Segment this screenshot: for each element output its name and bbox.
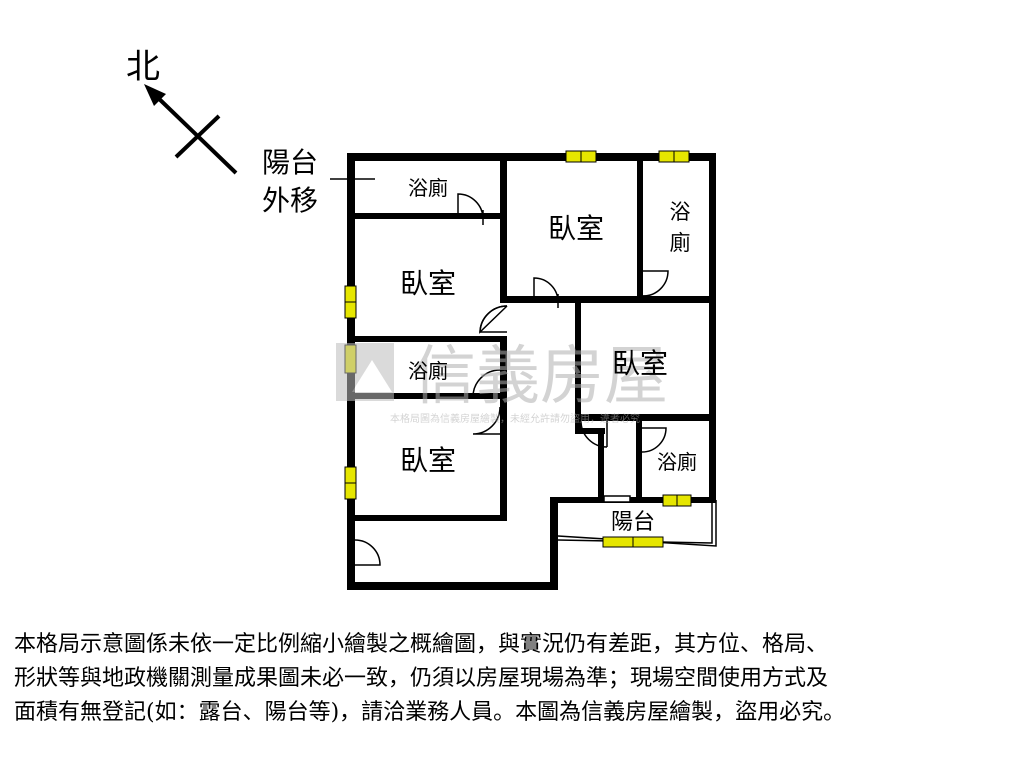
disclaimer: 本格局示意圖係未依一定比例縮小繪製之概繪圖，與實況仍有差距，其方位、格局、 形狀… [14,628,1014,730]
balcony-moved-label-line1: 陽台 [262,146,318,179]
wall-bedroom-lower-bottom [347,515,507,521]
wall-notch-b [575,428,605,434]
wall-middle-upper [500,153,507,303]
room-label-bath-top-right-2: 廁 [670,231,691,255]
wall-lower-step [550,497,558,590]
wall-bath-bottom [347,213,505,219]
floor-plan: 北 陽台 外移 [126,47,717,590]
wall-bath-mid-bottom [347,393,507,399]
disclaimer-line-1: 本格局示意圖係未依一定比例縮小繪製之概繪圖，與實況仍有差距，其方位、格局、 [14,632,829,657]
room-label-bath-lower-right: 浴廁 [657,450,697,474]
room-label-bedroom-lower-left: 臥室 [400,444,456,477]
balcony-moved-label-line2: 外移 [262,184,318,217]
wall-bedroom-bottom [347,336,507,342]
disclaimer-line-2: 形狀等與地政機關測量成果圖未必一致，仍須以房屋現場為準；現場空間使用方式及 [14,666,829,691]
disclaimer-line-3: 面積有無登記(如：露台、陽台等)，請洽業務人員。本圖為信義房屋繪製，盜用必究。 [14,700,846,725]
wall-middle-lower [500,336,507,521]
wall-notch-a [575,420,581,434]
room-label-bedroom-upper-left: 臥室 [400,267,456,300]
watermark: 信義房屋 本格局圖為信義房屋繪製，未經允許請勿盜用，違者必究 [336,340,668,425]
doors [354,193,669,566]
watermark-notice: 本格局圖為信義房屋繪製，未經允許請勿盜用，違者必究 [390,412,640,425]
watermark-brand: 信義房屋 [412,340,668,414]
north-label: 北 [126,47,160,87]
wall-mid-horizontal [500,296,713,303]
wall-right-block-bottom [575,414,715,421]
wall-right [709,153,716,503]
wall-right-block-left [575,303,581,428]
room-label-bath-middle-left: 浴廁 [408,359,448,383]
room-label-bedroom-top-middle: 臥室 [548,212,604,245]
room-label-bath-top-left: 浴廁 [408,176,448,200]
room-label-bedroom-right: 臥室 [612,347,668,380]
room-label-balcony: 陽台 [611,510,655,535]
wall-top [347,153,715,161]
room-label-bath-top-right-1: 浴 [670,200,691,224]
wall-bath-lower-left [636,420,642,500]
wall-bottom [347,582,557,590]
wall-bath-right-divider [637,153,643,303]
north-arrow-icon [144,84,238,175]
wall-lower-right-bottom [550,497,715,503]
wall-notch-c [598,428,604,500]
